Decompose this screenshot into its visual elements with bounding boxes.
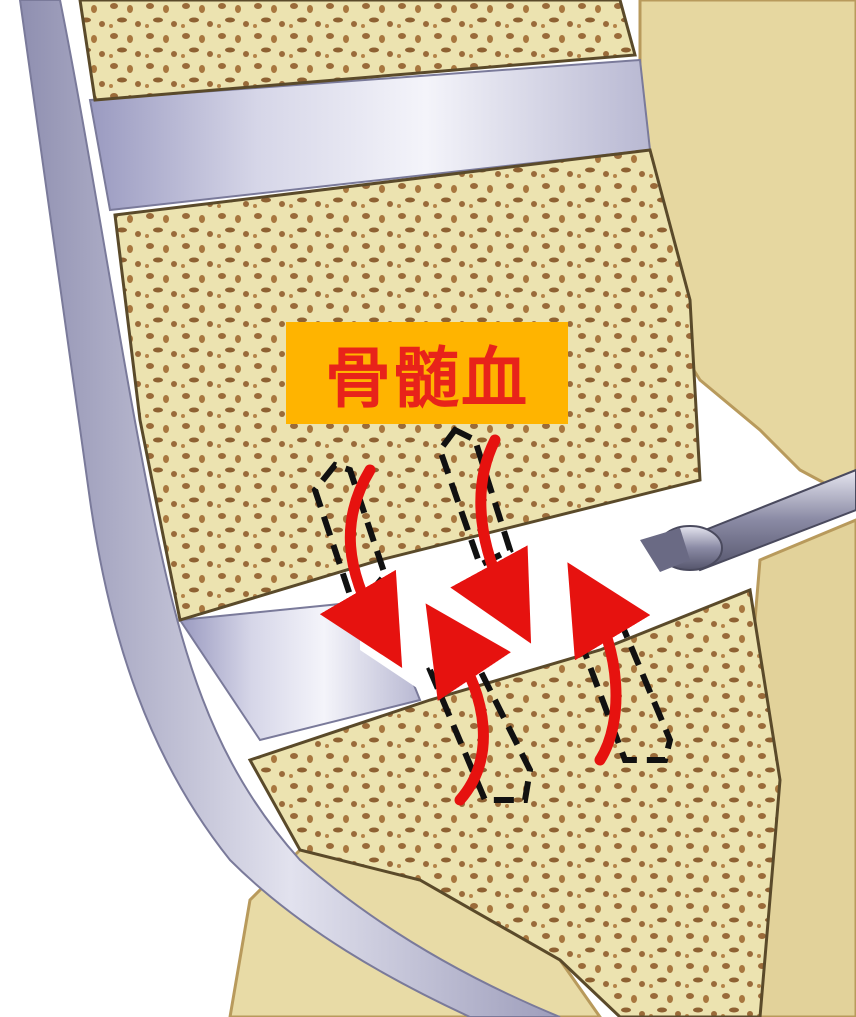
- bone-marrow-blood-label: 骨髄血: [286, 322, 568, 424]
- label-text: 骨髄血: [325, 325, 529, 421]
